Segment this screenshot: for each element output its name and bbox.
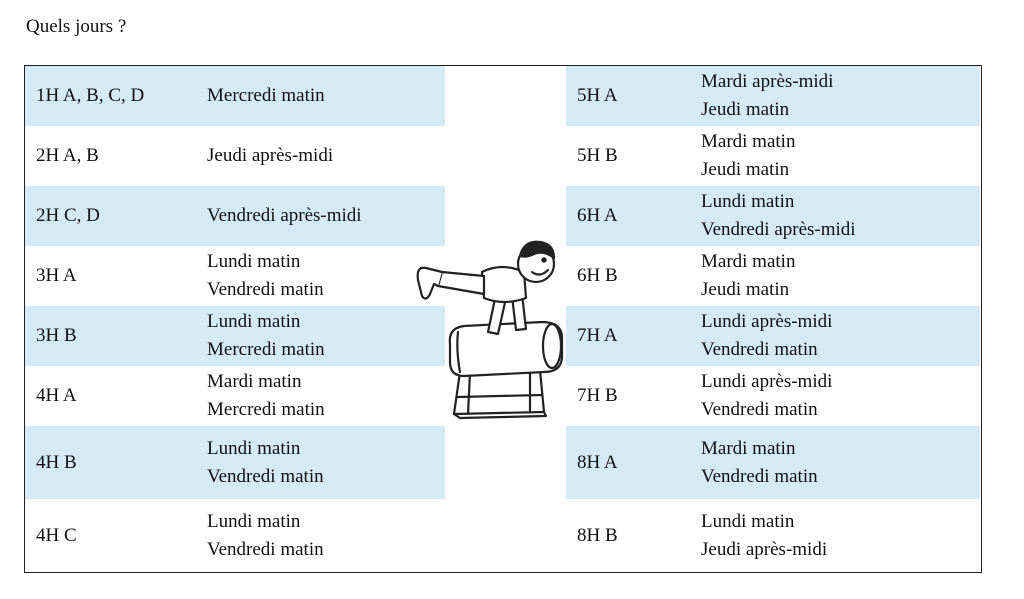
page-title: Quels jours ?: [26, 16, 127, 37]
class-left: 4H B: [36, 451, 77, 473]
table-row: 1H A, B, C, D Mercredi matin 5H A Mardi …: [25, 66, 980, 126]
table-row: 2H C, D Vendredi après-midi 6H A Lundi m…: [25, 186, 980, 246]
class-right: 8H B: [577, 524, 618, 546]
days-left: Lundi matin Mercredi matin: [207, 311, 325, 360]
days-right: Lundi après-midi Vendredi matin: [701, 311, 833, 360]
table-row: 3H A Lundi matin Vendredi matin 6H B Mar…: [25, 246, 980, 306]
days-left: Jeudi après-midi: [207, 145, 334, 166]
days-left: Mardi matin Mercredi matin: [207, 371, 325, 420]
class-right: 5H A: [577, 85, 618, 106]
days-right: Mardi matin Vendredi matin: [701, 437, 818, 487]
days-left: Lundi matin Vendredi matin: [207, 251, 324, 300]
class-right: 7H B: [577, 385, 618, 406]
table-row: 2H A, B Jeudi après-midi 5H B Mardi mati…: [25, 126, 980, 186]
class-right: 6H B: [577, 265, 618, 286]
class-right: 8H A: [577, 451, 618, 473]
days-left: Lundi matin Vendredi matin: [207, 437, 324, 487]
class-left: 1H A, B, C, D: [36, 85, 145, 106]
days-left: Vendredi après-midi: [207, 205, 362, 226]
class-right: 5H B: [577, 145, 618, 166]
table-row: 4H C Lundi matin Vendredi matin 8H B Lun…: [25, 499, 980, 572]
days-left: Lundi matin Vendredi matin: [207, 510, 324, 560]
table-row: 4H B Lundi matin Vendredi matin 8H A Mar…: [25, 426, 980, 499]
table-row: 4H A Mardi matin Mercredi matin 7H B Lun…: [25, 366, 980, 426]
days-right: Mardi matin Jeudi matin: [701, 251, 796, 300]
class-right: 6H A: [577, 205, 618, 226]
days-left: Mercredi matin: [207, 85, 325, 106]
gymnast-on-vaulting-horse-icon: [416, 240, 564, 420]
class-left: 3H A: [36, 265, 77, 286]
days-right: Lundi matin Jeudi après-midi: [701, 510, 828, 560]
class-right: 7H A: [577, 325, 618, 346]
days-right: Mardi après-midi Jeudi matin: [701, 71, 834, 120]
days-right: Mardi matin Jeudi matin: [701, 131, 796, 180]
days-right: Lundi après-midi Vendredi matin: [701, 371, 833, 420]
class-left: 2H C, D: [36, 205, 100, 226]
days-right: Lundi matin Vendredi après-midi: [701, 191, 856, 240]
class-left: 4H C: [36, 524, 77, 546]
table-row: 3H B Lundi matin Mercredi matin 7H A Lun…: [25, 306, 980, 366]
class-left: 3H B: [36, 325, 77, 346]
class-left: 2H A, B: [36, 145, 99, 166]
class-left: 4H A: [36, 385, 77, 406]
schedule-table: 1H A, B, C, D Mercredi matin 5H A Mardi …: [24, 65, 982, 573]
